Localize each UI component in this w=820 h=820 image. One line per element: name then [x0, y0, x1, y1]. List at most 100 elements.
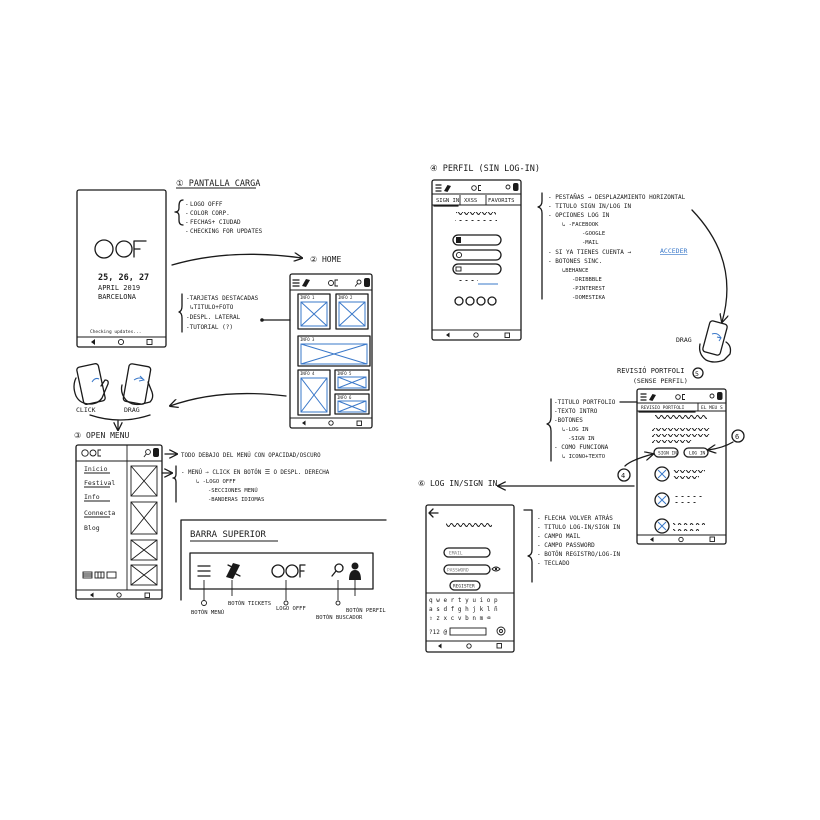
note-item: - BOTONES SINC. [548, 258, 602, 265]
gesture-label: DRAG [676, 336, 692, 344]
svg-text:4: 4 [621, 472, 625, 480]
svg-text:-: - [185, 201, 189, 208]
register-button[interactable]: REGISTER [449, 580, 481, 591]
menu-item-info[interactable]: Info [84, 493, 100, 501]
note-item: ↳-LOG IN [562, 427, 589, 433]
note-item: -MAIL [582, 240, 599, 246]
section-perfil: ④ PERFIL (SIN LOG-IN) SIGN IN XXSS FAVOR… [430, 164, 687, 341]
svg-text:-: - [185, 210, 189, 217]
note-item: - CAMPO MAIL [537, 533, 581, 540]
mail-button[interactable] [452, 263, 502, 275]
language-flags[interactable] [82, 571, 117, 579]
acceder-link[interactable]: ACCEDER [660, 247, 687, 255]
note-item: ↳TITULO+FOTO [190, 304, 234, 311]
note-item: - TITULO SIGN IN/LOG IN [548, 203, 631, 210]
note-item: -GOOGLE [582, 231, 605, 237]
section-pantalla-carga: 25, 26, 27 APRIL 2019 BARCELONA Checking… [76, 179, 263, 348]
svg-text:-: - [185, 219, 189, 226]
phone-frame [289, 273, 373, 429]
how-it-works-list [654, 466, 705, 534]
note-item: ↳ ICONO+TEXTO [562, 454, 605, 460]
tickets-icon[interactable] [226, 563, 241, 579]
note-item: ↳ -FACEBOOK [562, 222, 599, 228]
phone-frame [76, 189, 167, 348]
note-item: - TITULO LOG-IN/SIGN IN [537, 524, 620, 531]
tab-xxss[interactable]: XXSS [464, 198, 477, 204]
menu-item-inicio[interactable]: Inicio [84, 465, 108, 473]
keyboard-row: ?12 @ [429, 629, 447, 636]
menu-icon[interactable] [197, 565, 211, 577]
info-tile: INFO 6 [334, 393, 370, 415]
tab-sign-in[interactable]: SIGN IN [436, 198, 459, 204]
sign-in-label: SIGN IN [658, 451, 677, 457]
top-bar-sample [189, 552, 374, 590]
sign-in-button[interactable]: SIGN IN [653, 447, 679, 458]
note-item: - TECLADO [537, 560, 570, 567]
tab-revisio-portfoli[interactable]: REVISIO PORTFOLI [641, 405, 685, 411]
menu-item-blog[interactable]: Blog [84, 524, 100, 532]
search-icon[interactable] [331, 563, 344, 577]
info-tile: INFO 2 [335, 293, 369, 330]
note-item: ↳ -LOGO OFFF [196, 479, 236, 485]
note-item: - SI YA TIENES CUENTA → [548, 249, 631, 256]
section-barra-superior: BARRA SUPERIOR BOTÓN MENÚ BOTÓN TICKETS [180, 519, 387, 621]
svg-text:6: 6 [735, 433, 739, 441]
note-item: -DESPL. LATERAL [186, 314, 241, 321]
register-label: REGISTER [453, 584, 475, 590]
phone-frame [75, 444, 163, 600]
info-tile: INFO 1 [297, 293, 331, 330]
note-item: -TUTORIAL (?) [186, 324, 233, 331]
keyboard-row: a s d f g h j k l ñ [429, 606, 498, 613]
social-sync-icons[interactable] [454, 296, 497, 306]
note-item: -SECCIONES MENÚ [208, 487, 258, 494]
note-item: - MENÚ → CLICK EN BOTÓN ☰ O DESPL. DEREC… [181, 469, 330, 476]
note-item: -PINTEREST [572, 286, 606, 292]
phone-frame [636, 388, 727, 545]
note-item: -DOMESTIKA [572, 295, 606, 301]
tile-label: INFO 1 [300, 295, 315, 300]
password-placeholder: PASSWORD [447, 568, 469, 574]
bar-label: BOTÓN TICKETS [228, 600, 271, 607]
flow-arrow [170, 392, 287, 406]
keyboard-row: q w e r t y u i o p [429, 597, 498, 604]
tab-favorits[interactable]: FAVORITS [488, 198, 515, 204]
note-item: - PESTAÑAS → DESPLAZAMIENTO HORIZONTAL [548, 194, 686, 201]
note-item: - COMO FUNCIONA [554, 444, 609, 451]
google-button[interactable] [452, 249, 502, 261]
section-title: ③ OPEN MENU [74, 431, 130, 440]
back-arrow-icon[interactable] [428, 508, 439, 518]
log-in-button[interactable]: LOG IN [683, 447, 709, 458]
note-item: FECHAS+ CIUDAD [190, 219, 241, 226]
note-item: CHECKING FOR UPDATES [190, 228, 263, 235]
menu-item-festival[interactable]: Festival [84, 479, 115, 487]
drag-gesture-icon: DRAG [120, 363, 154, 414]
background-tiles [130, 465, 158, 586]
svg-text:5: 5 [695, 370, 699, 378]
tile-label: INFO 6 [337, 395, 352, 400]
facebook-button[interactable] [452, 234, 502, 246]
info-tile: INFO 5 [334, 369, 370, 391]
email-field[interactable]: EMAIL [443, 547, 491, 558]
offf-logo[interactable] [271, 564, 306, 578]
password-field[interactable]: PASSWORD [443, 564, 491, 575]
bar-label: BOTÓN MENÚ [191, 609, 224, 616]
gesture-label: DRAG [124, 406, 140, 414]
eye-icon[interactable] [491, 566, 501, 572]
note-top: TODO DEBAJO DEL MENÚ CON OPACIDAD/OSCURO [181, 452, 321, 459]
android-nav-bar [302, 420, 362, 426]
info-tile: INFO 4 [297, 369, 331, 416]
bar-label: BOTÓN BUSCADOR [316, 614, 363, 621]
menu-item-connecta[interactable]: Connecta [84, 509, 115, 517]
section-title: ④ PERFIL (SIN LOG-IN) [430, 164, 540, 174]
profile-icon[interactable] [349, 562, 361, 581]
section-subtitle: (SENSE PERFIL) [633, 377, 688, 385]
tab-el-meu[interactable]: EL MEU S [701, 405, 723, 411]
note-item: -TEXTO INTRO [554, 408, 598, 415]
login-options [452, 234, 502, 275]
note-item: - BOTÓN REGISTRO/LOG-IN [537, 551, 620, 558]
section-title: ① PANTALLA CARGA [176, 179, 260, 189]
phone-frame [425, 504, 515, 653]
note-item: -TITULO PORTFOLIO [554, 399, 616, 406]
log-in-label: LOG IN [689, 451, 706, 457]
keyboard[interactable]: q w e r t y u i o p a s d f g h j k l ñ … [429, 597, 506, 636]
